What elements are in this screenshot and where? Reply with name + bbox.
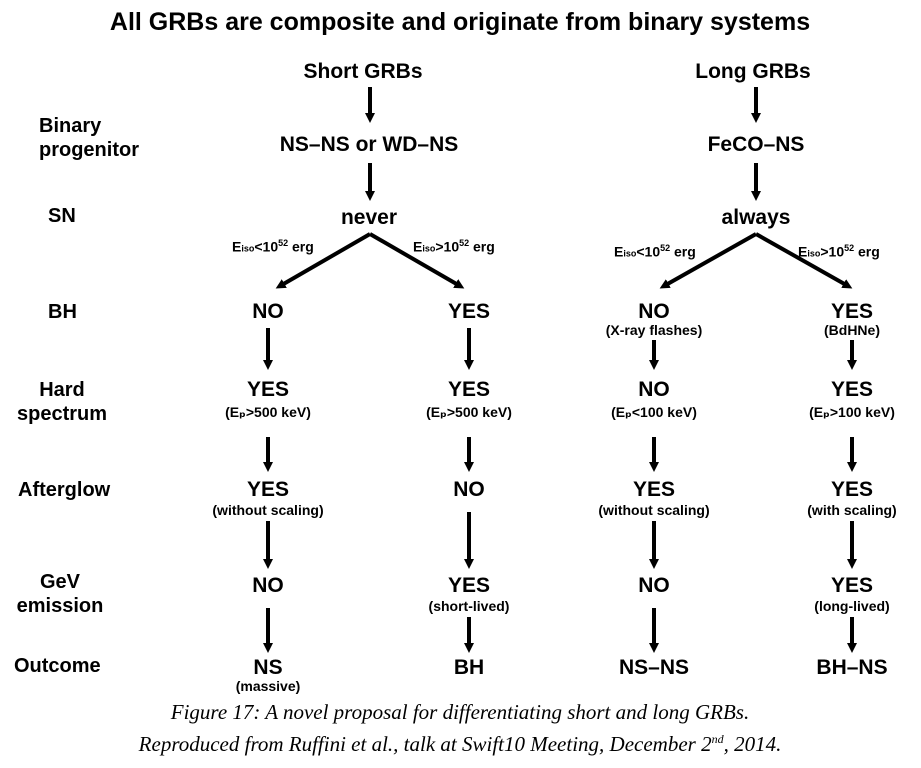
row-label-hard-spectrum: Hard spectrum xyxy=(16,379,108,425)
row-label-gev-emission: GeV emission xyxy=(16,571,104,617)
short-sn: never xyxy=(340,206,398,229)
c1-hard-note: (Eₚ>500 keV) xyxy=(225,404,311,420)
figure-caption-line2: Reproduced from Ruffini et al., talk at … xyxy=(138,732,782,756)
c3-bh: NO xyxy=(638,300,670,323)
long-sn: always xyxy=(721,206,791,229)
arrow-short-split-right xyxy=(368,232,465,289)
c1-bh: NO xyxy=(252,300,284,323)
c3-afterglow-note: (without scaling) xyxy=(598,502,710,518)
c4-afterglow-note: (with scaling) xyxy=(807,502,897,518)
c1-outcome-note: (massive) xyxy=(235,678,301,694)
figure-caption-line1: Figure 17: A novel proposal for differen… xyxy=(170,700,750,724)
c2-hard: YES xyxy=(447,378,491,401)
c4-afterglow: YES xyxy=(830,478,874,501)
figure-title: All GRBs are composite and originate fro… xyxy=(109,8,811,36)
c2-gev: YES xyxy=(447,574,491,597)
row-label-bh: BH xyxy=(48,301,77,323)
c3-hard-note: (Eₚ<100 keV) xyxy=(611,404,697,420)
row-label-outcome: Outcome xyxy=(14,655,101,677)
c4-outcome: BH–NS xyxy=(816,656,888,679)
c4-hard: YES xyxy=(830,378,874,401)
c1-afterglow-note: (without scaling) xyxy=(212,502,324,518)
c1-afterglow: YES xyxy=(246,478,290,501)
row-label-binary-progenitor: Binary progenitor xyxy=(39,115,139,161)
c3-hard: NO xyxy=(638,378,670,401)
arrow-short-split-left xyxy=(275,232,372,289)
c1-gev: NO xyxy=(252,574,284,597)
arrow-long-split-left xyxy=(659,232,757,289)
c1-outcome: NS xyxy=(253,656,283,679)
c1-hard: YES xyxy=(246,378,290,401)
long-progenitor: FeCO–NS xyxy=(707,133,805,156)
short-grbs-header: Short GRBs xyxy=(303,60,423,83)
c4-gev: YES xyxy=(830,574,874,597)
c3-outcome: NS–NS xyxy=(618,656,690,679)
short-condition-high-energy: Eiso>1052 erg xyxy=(413,238,495,255)
c2-outcome: BH xyxy=(453,656,485,679)
c3-afterglow: YES xyxy=(632,478,676,501)
row-label-afterglow: Afterglow xyxy=(18,479,111,501)
c4-hard-note: (Eₚ>100 keV) xyxy=(809,404,895,420)
c2-bh: YES xyxy=(447,300,491,323)
arrow-long-split-right xyxy=(755,232,853,289)
short-progenitor: NS–NS or WD–NS xyxy=(279,133,459,156)
c2-hard-note: (Eₚ>500 keV) xyxy=(426,404,512,420)
short-condition-low-energy: Eiso<1052 erg xyxy=(232,238,314,255)
c2-gev-note: (short-lived) xyxy=(428,598,510,614)
long-condition-high-energy: Eiso>1052 erg xyxy=(798,243,880,260)
c4-gev-note: (long-lived) xyxy=(814,598,890,614)
long-condition-low-energy: Eiso<1052 erg xyxy=(614,243,696,260)
c4-bh: YES xyxy=(830,300,874,323)
long-grbs-header: Long GRBs xyxy=(695,60,811,83)
c2-afterglow: NO xyxy=(453,478,485,501)
c3-bh-note: (X-ray flashes) xyxy=(605,322,703,338)
c4-bh-note: (BdHNe) xyxy=(824,322,880,338)
row-label-sn: SN xyxy=(48,205,76,227)
c3-gev: NO xyxy=(638,574,670,597)
